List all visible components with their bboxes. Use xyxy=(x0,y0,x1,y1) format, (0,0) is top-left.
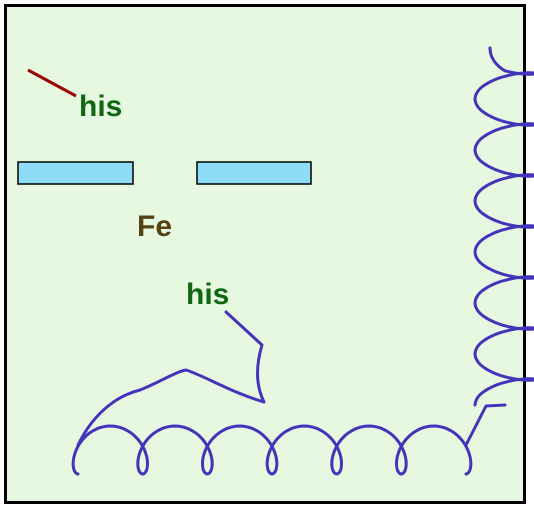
his-bond-line xyxy=(27,68,77,98)
heme-bar-left xyxy=(17,161,134,185)
bottom-helix-coil xyxy=(71,424,473,476)
fe-label: Fe xyxy=(137,210,172,243)
heme-bar-right xyxy=(196,161,312,185)
backbone-connector xyxy=(464,403,507,447)
his-label-bottom: his xyxy=(186,278,229,311)
his-connector xyxy=(76,310,266,447)
diagram-panel xyxy=(4,4,526,504)
his-label-top: his xyxy=(79,90,122,123)
vertical-helix-coil xyxy=(473,46,534,407)
